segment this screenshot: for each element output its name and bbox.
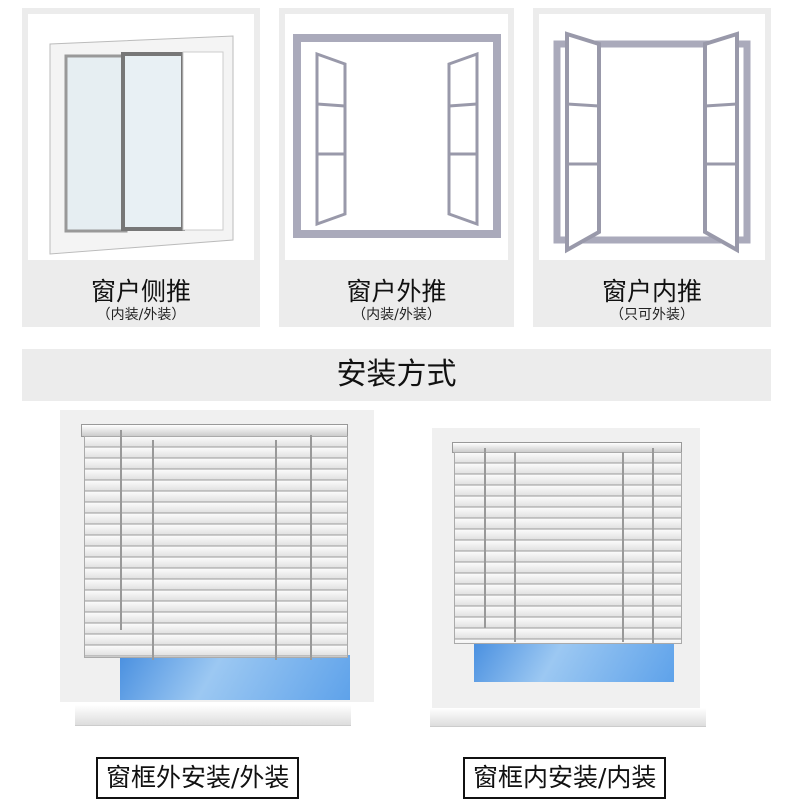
inside-mount-image [432,428,700,708]
window-type-subtitle: （内装/外装） [352,307,441,323]
window-type-title: 窗户外推 [346,277,447,306]
window-type-title: 窗户内推 [601,277,702,306]
install-method-label: 窗框内安装/内装 [463,757,667,799]
window-type-outward: 窗户外推 （内装/外装） [279,8,514,327]
window-type-title: 窗户侧推 [90,277,191,306]
sliding-window-image [28,14,254,260]
window-type-inward: 窗户内推 （只可外装） [533,8,771,327]
outward-window-image [285,14,508,260]
window-sill [430,708,706,727]
window-sill [75,705,351,726]
install-method-label: 窗框外安装/外装 [96,757,300,799]
inward-window-image [539,14,765,260]
section-title: 安装方式 [22,349,771,401]
window-type-subtitle: （内装/外装） [96,307,186,323]
window-type-sliding: 窗户侧推 （内装/外装） [22,8,260,327]
window-type-subtitle: （只可外装） [610,307,694,323]
outside-mount-image [60,410,374,702]
